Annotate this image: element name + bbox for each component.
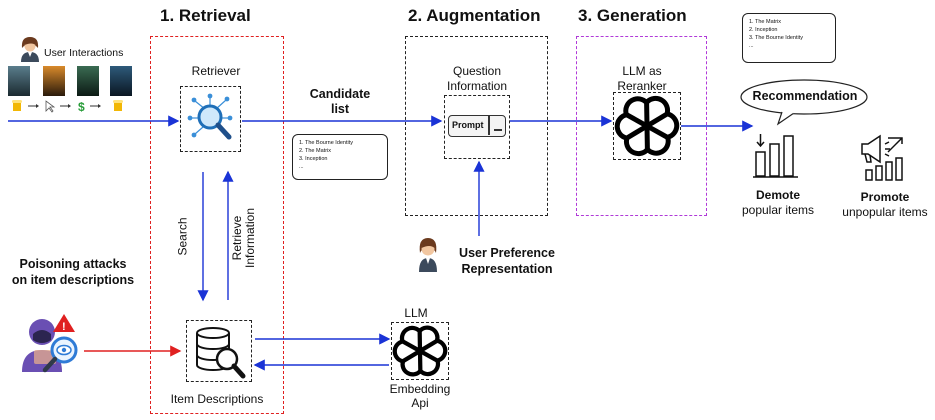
retrieval-title: 1. Retrieval xyxy=(160,6,251,25)
augmentation-title: 2. Augmentation xyxy=(408,6,541,25)
user-pref-line1: User Preference xyxy=(459,246,555,260)
movie-poster xyxy=(43,66,65,96)
promote-title: Promote xyxy=(860,190,910,204)
rerank-list-card: 1. The Matrix 2. Inception 3. The Bourne… xyxy=(742,13,836,63)
list-item: 1. The Matrix xyxy=(749,19,781,25)
demote-title: Demote xyxy=(755,188,800,202)
poisoning-attacks-label: Poisoning attacks on item descriptions xyxy=(0,256,146,288)
popcorn-icon xyxy=(113,100,123,111)
retriever-search-icon xyxy=(187,93,233,140)
retrieve-information-label: Retrieve Information xyxy=(230,198,259,278)
demote-text: Demote popular items xyxy=(736,188,820,218)
prompt-label: Prompt xyxy=(452,120,484,130)
prompt-separator xyxy=(488,116,490,135)
promote-text: Promote unpopular items xyxy=(836,190,934,220)
retriever-box xyxy=(180,86,241,152)
openai-logo-icon xyxy=(614,95,680,157)
svg-text:!: ! xyxy=(62,321,66,333)
candidate-label-line1: Candidate xyxy=(309,87,371,101)
prompt-cursor-icon xyxy=(494,129,502,131)
api-line: Api xyxy=(411,396,429,410)
llm-as-line: LLM as xyxy=(622,64,662,78)
augmentation-question-label: Question Information xyxy=(415,64,539,94)
generation-title: 3. Generation xyxy=(578,6,687,25)
item-database-box xyxy=(186,320,252,382)
prompt-box: Prompt xyxy=(444,95,510,159)
augmentation-stage-box xyxy=(405,36,548,216)
llm-reranker-box xyxy=(613,92,681,160)
promote-subtitle: unpopular items xyxy=(842,205,928,219)
information-line: Information xyxy=(446,79,508,93)
movie-poster xyxy=(110,66,132,96)
movie-posters xyxy=(6,66,132,98)
cursor-icon xyxy=(45,100,56,113)
item-descriptions-label: Item Descriptions xyxy=(170,392,264,406)
interaction-sequence: $ xyxy=(6,99,136,114)
recommendation-label: Recommendation xyxy=(752,89,858,103)
list-item: ... xyxy=(749,43,754,49)
list-item: 3. Inception xyxy=(299,156,328,162)
question-line: Question xyxy=(452,64,502,78)
poisoning-line2: on item descriptions xyxy=(11,273,135,287)
llm-embedding-box xyxy=(391,322,449,380)
user-pref-line2: Representation xyxy=(461,262,553,276)
embedding-line: Embedding xyxy=(389,382,451,396)
demote-chart-icon xyxy=(752,132,800,185)
user-avatar-icon xyxy=(18,36,42,67)
list-item: ... xyxy=(299,164,304,170)
prompt-input: Prompt xyxy=(448,115,506,137)
list-item: 3. The Bourne Identity xyxy=(749,35,804,41)
list-item: 1. The Bourne Identity xyxy=(299,140,354,146)
poisoning-line1: Poisoning attacks xyxy=(19,257,127,271)
information-line: Information xyxy=(243,207,257,269)
user-preference-label: User Preference Representation xyxy=(446,245,568,277)
generation-llm-label: LLM as Reranker xyxy=(590,64,694,94)
user-interactions-label: User Interactions xyxy=(44,47,124,59)
llm-embedding-top-label: LLM xyxy=(404,306,428,320)
promote-megaphone-icon xyxy=(858,132,906,187)
list-item: 2. Inception xyxy=(749,27,778,33)
candidate-list-card: 1. The Bourne Identity 2. The Matrix 3. … xyxy=(292,134,388,180)
openai-logo-icon xyxy=(392,325,448,377)
retriever-label: Retriever xyxy=(191,64,241,78)
user-preference-avatar-icon xyxy=(416,236,440,277)
movie-poster xyxy=(8,66,30,96)
list-item: 2. The Matrix xyxy=(299,148,331,154)
recommendation-bubble xyxy=(740,79,868,126)
popcorn-icon xyxy=(12,100,22,111)
dollar-icon: $ xyxy=(78,100,85,113)
llm-embedding-label: Embedding Api xyxy=(382,382,458,410)
retrieval-stage-box xyxy=(150,36,284,414)
attacker-icon: ! xyxy=(18,310,86,381)
movie-poster xyxy=(77,66,99,96)
database-search-icon xyxy=(196,327,246,379)
candidate-list-label: Candidate list xyxy=(300,87,380,117)
search-label: Search xyxy=(175,217,190,256)
reranker-line: Reranker xyxy=(617,79,667,93)
candidate-label-line2: list xyxy=(330,102,350,116)
demote-subtitle: popular items xyxy=(741,203,815,217)
